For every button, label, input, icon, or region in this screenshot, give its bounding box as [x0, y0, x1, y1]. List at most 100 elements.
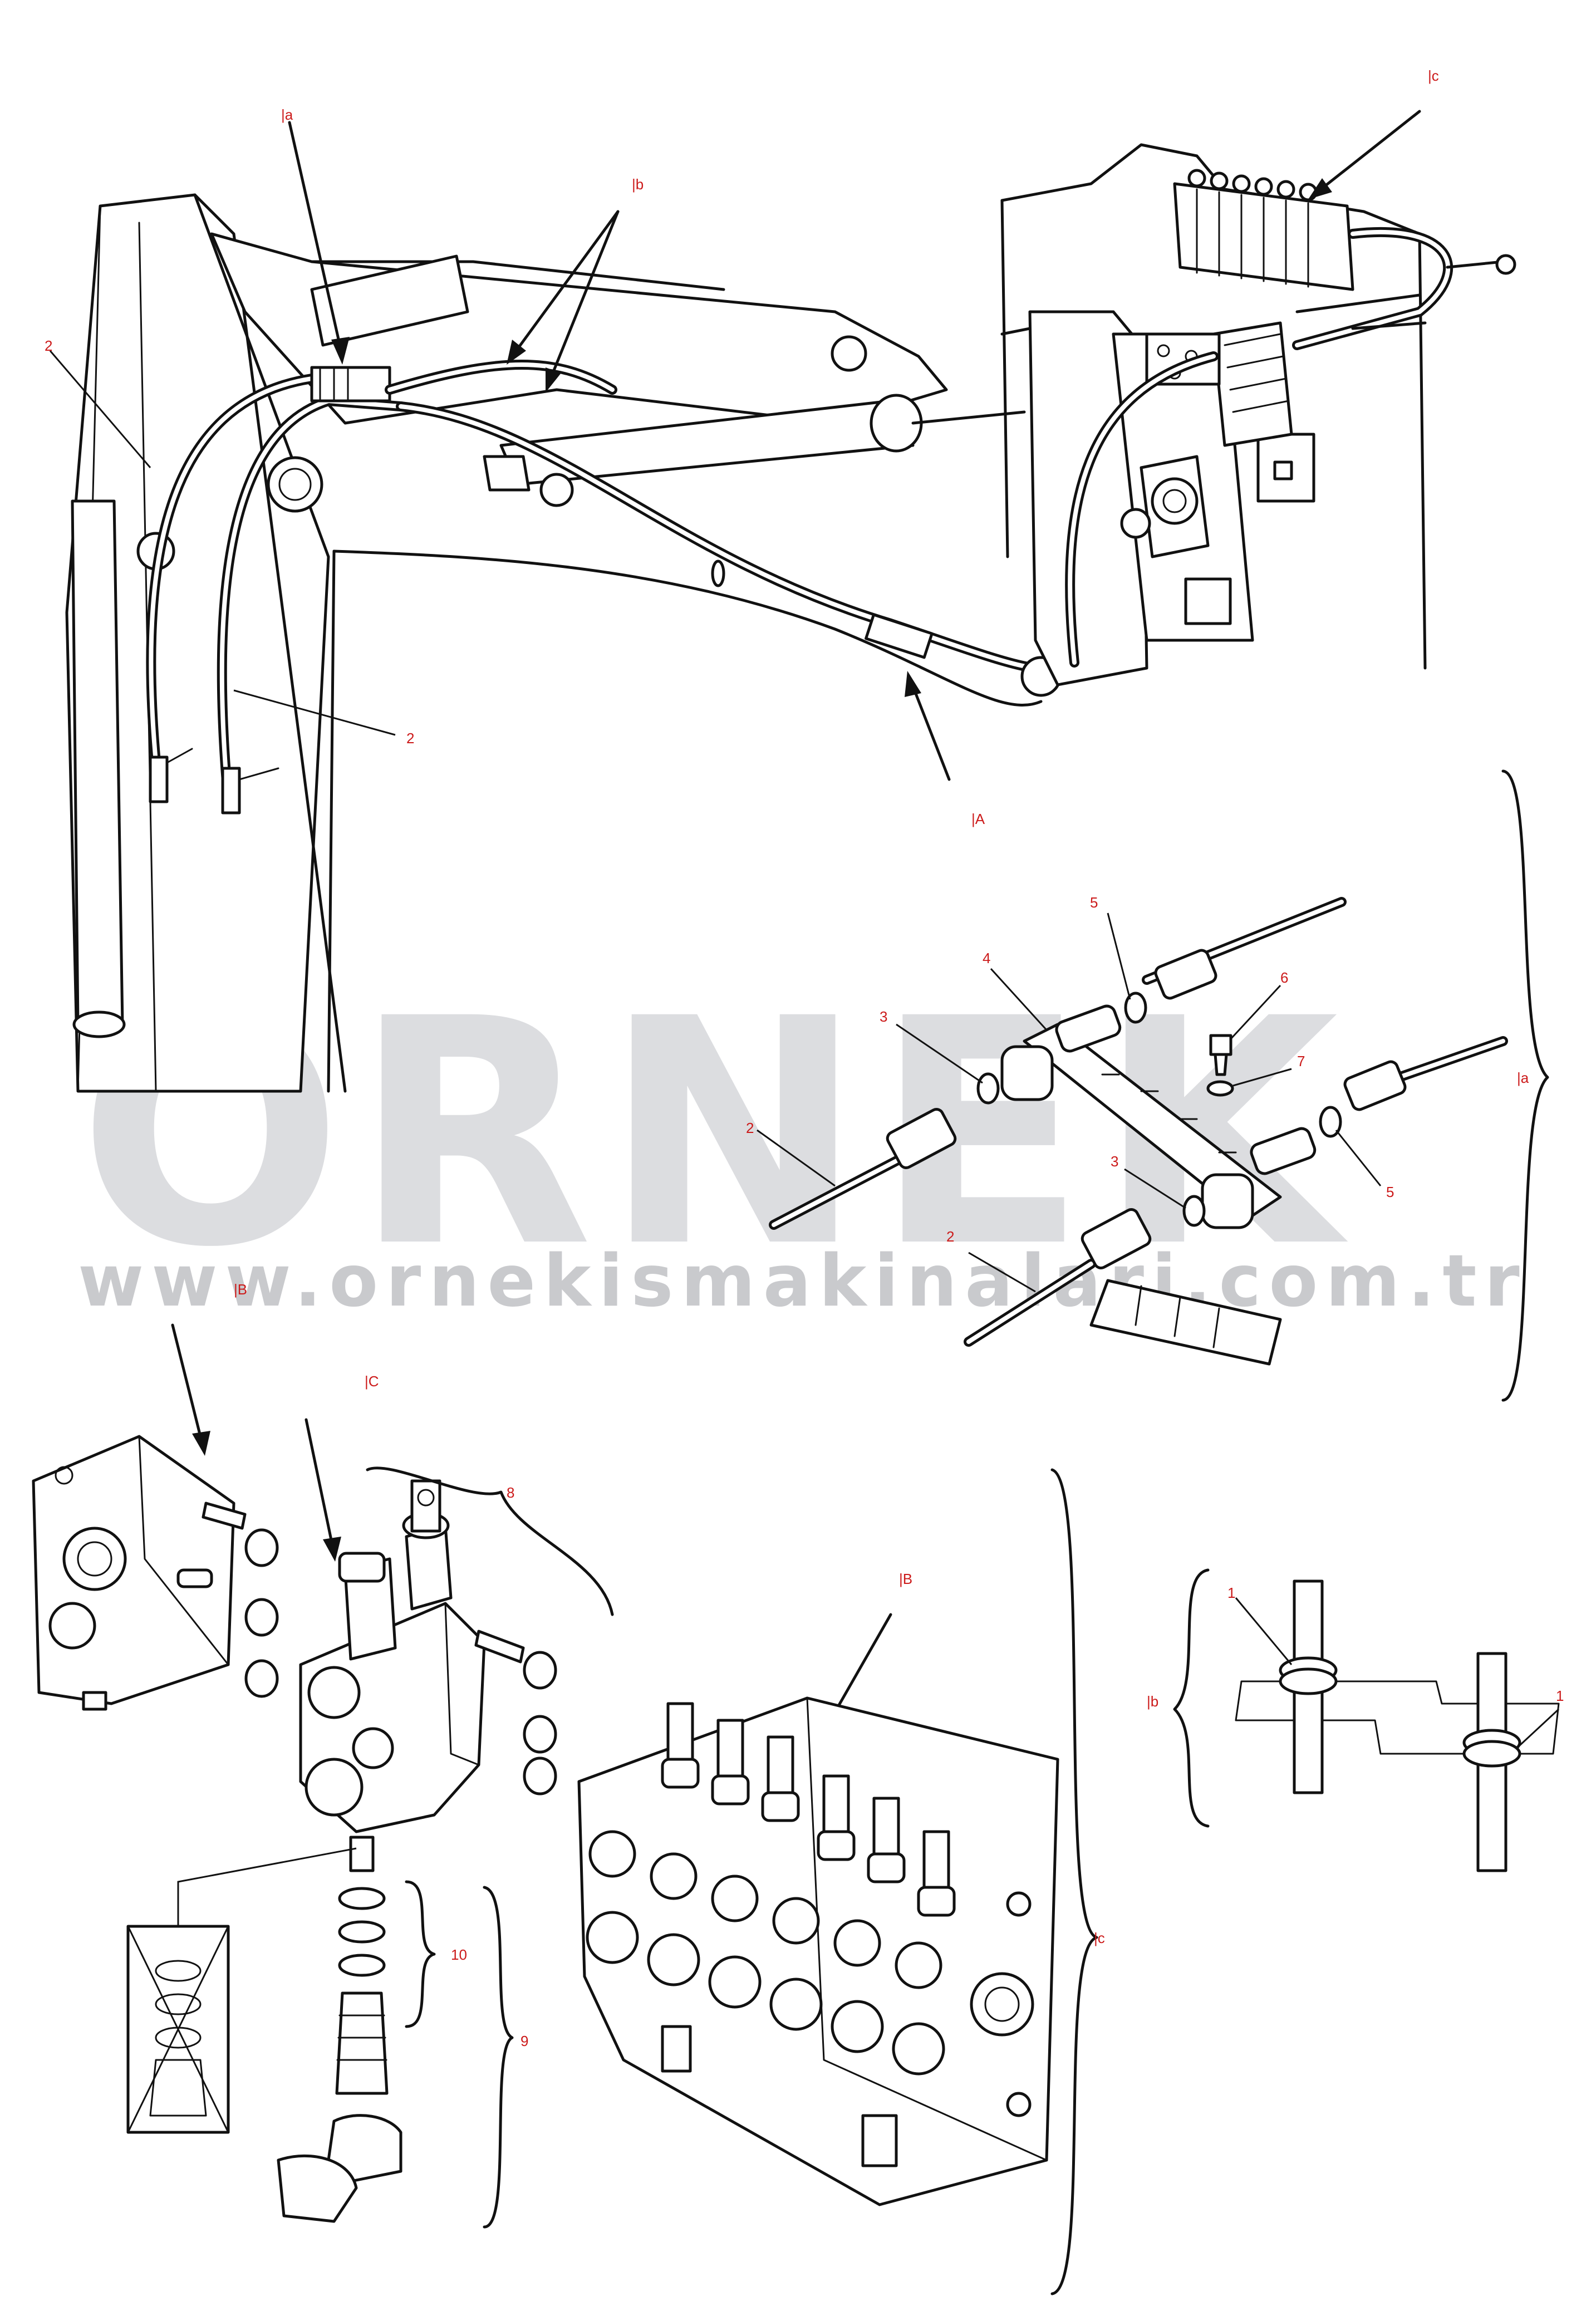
label-part-3-a2: 3: [1111, 1153, 1118, 1170]
hose-fitting-right: [221, 767, 241, 815]
boom-top-edge: [310, 260, 725, 291]
boom-cylinder-upper: [310, 254, 469, 347]
o-ring-left-3: [244, 1659, 279, 1698]
label-part-3-a1: 3: [880, 1008, 887, 1025]
arrow-A: [909, 678, 951, 781]
boom-cylinder-rod: [911, 410, 1026, 425]
label-ref-A: |A: [971, 811, 985, 827]
label-part-7: 7: [1297, 1053, 1305, 1069]
panel-b-sheet: [1235, 1680, 1560, 1755]
boom-cylinder: [499, 399, 915, 486]
spool-cap: [327, 2114, 402, 2184]
hose-clamp-block: [310, 366, 391, 403]
arrow-c-top: [1312, 110, 1421, 197]
label-ref-b-top: |b: [632, 176, 644, 193]
seal-10-2: [338, 1920, 386, 1944]
detail-b-grommets: [1173, 1568, 1560, 1872]
label-part-5-a2: 5: [1386, 1184, 1394, 1200]
washer-7: [1206, 1080, 1234, 1097]
spool-9: [335, 1991, 389, 2095]
hose-junction-block: [1212, 321, 1293, 447]
section-port-2: [305, 1758, 364, 1817]
tie-rod-left: [202, 1502, 247, 1530]
label-part-2-a1: 2: [746, 1120, 754, 1136]
label-ref-B-left: |B: [234, 1281, 247, 1298]
arrow-b-top-1: [510, 210, 620, 358]
elbow-top-port: [1055, 1004, 1122, 1053]
boom-lower-edge: [332, 550, 1043, 707]
boom-foot-bracket: [483, 455, 531, 492]
o-ring-left-1: [244, 1528, 279, 1567]
label-part-4: 4: [983, 950, 990, 966]
label-part-2-left: 2: [45, 337, 52, 354]
label-ref-b-brace: |b: [1147, 1693, 1158, 1710]
arm-cylinder: [71, 499, 124, 1026]
brace-a: [1501, 769, 1549, 1402]
hose-2-fitting-2: [1081, 1208, 1152, 1269]
backhoe-boom-assembly: [65, 193, 1063, 1093]
o-ring-right-2: [523, 1715, 557, 1754]
o-ring-right-1: [523, 1651, 557, 1690]
label-ref-B-center: |B: [899, 1571, 912, 1587]
brace-9: [483, 1886, 514, 2229]
label-part-10: 10: [451, 1946, 467, 1963]
swing-bracket: [1028, 310, 1148, 686]
label-part-1-b: 1: [1556, 1687, 1564, 1704]
screw-6-head: [1209, 1034, 1232, 1056]
boom-pin-inner: [278, 468, 312, 501]
boom-foot-pin: [539, 473, 574, 507]
elbow-bottom-port: [1250, 1127, 1317, 1175]
dipper-arm-edge: [193, 193, 347, 1093]
boom-pin: [267, 456, 323, 513]
boom-pivot-pin: [831, 335, 867, 372]
detail-a-fittings: [757, 769, 1549, 1402]
label-ref-C: |C: [365, 1373, 379, 1390]
label-part-9: 9: [520, 2033, 528, 2049]
top-callouts: [49, 110, 1421, 781]
hose-upper-2-fitting: [1343, 1060, 1407, 1111]
section-port-1: [307, 1666, 361, 1719]
o-ring-3-bottom: [1182, 1195, 1206, 1227]
o-ring-5-right: [1319, 1106, 1342, 1138]
label-part-6: 6: [1280, 969, 1288, 986]
arrow-a-top: [288, 121, 344, 358]
label-ref-c-top: |c: [1428, 67, 1439, 84]
brace-c: [1050, 1468, 1098, 2295]
hose-support-A: [865, 613, 934, 659]
tie-rod-right: [474, 1630, 525, 1664]
hose-upper-1-fitting: [1154, 949, 1217, 1000]
hose-fitting-left: [149, 755, 169, 803]
arrow-b-top-2: [547, 210, 620, 386]
o-ring-right-3: [523, 1757, 557, 1795]
elbow-bottom: [1201, 1173, 1254, 1229]
valve-bottom: [32, 1323, 1098, 2295]
end-cover-port: [62, 1527, 127, 1591]
valve-bank-levers: [661, 1702, 956, 1917]
frame-block: [1184, 577, 1232, 625]
label-part-5-a1: 5: [1090, 894, 1098, 911]
valve-bank-ports: [586, 1830, 1034, 2117]
arrow-B-left: [171, 1323, 205, 1449]
brace-10: [405, 1880, 436, 2028]
screw-6-shank: [1214, 1053, 1228, 1076]
arm-cylinder-end: [72, 1010, 126, 1038]
watermark-url: www.ornekismakinalari.com.tr: [78, 1240, 1528, 1323]
o-ring-5-top: [1124, 992, 1147, 1024]
label-part-2-a2: 2: [946, 1228, 954, 1245]
label-part-2-boom: 2: [406, 730, 414, 747]
label-part-1-a: 1: [1227, 1584, 1235, 1601]
elbow-top: [1000, 1045, 1054, 1101]
arm-boom-joint: [327, 550, 336, 1093]
o-ring-left-2: [244, 1598, 279, 1637]
o-ring-3-top: [976, 1072, 1000, 1105]
hose-2-fitting-1: [886, 1108, 957, 1169]
swing-pin: [1151, 477, 1199, 525]
seal-10-1: [338, 1887, 386, 1910]
spool-cap-half: [277, 2154, 358, 2223]
hose-strap: [711, 560, 725, 587]
tractor-frame: [1000, 143, 1516, 686]
brace-b: [1173, 1568, 1210, 1828]
seal-10-3: [338, 1954, 386, 1977]
